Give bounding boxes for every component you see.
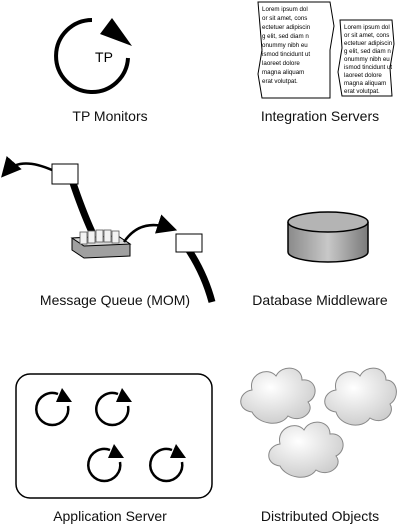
message-queue-icon xyxy=(1,156,216,303)
svg-text:laoreet dolore: laoreet dolore xyxy=(262,60,300,67)
caption-distributed-objects: Distributed Objects xyxy=(260,508,380,524)
svg-text:erat volutpat.: erat volutpat. xyxy=(344,88,380,95)
svg-text:magna aliquam: magna aliquam xyxy=(344,80,386,87)
tp-icon-label: TP xyxy=(95,49,113,65)
application-server-container xyxy=(15,373,213,499)
svg-text:Lorem ipsum dol: Lorem ipsum dol xyxy=(344,24,390,31)
svg-text:onummy nibh eu: onummy nibh eu xyxy=(344,56,390,63)
svg-text:Lorem ipsum dol: Lorem ipsum dol xyxy=(262,6,308,13)
database-cylinder-icon xyxy=(287,211,369,263)
caption-integration-servers: Integration Servers xyxy=(260,108,380,124)
svg-text:ectetuer adipiscin: ectetuer adipiscin xyxy=(344,40,393,47)
svg-text:g elit, sed diam n: g elit, sed diam n xyxy=(344,48,391,55)
distributed-objects-clouds xyxy=(240,367,397,478)
svg-text:or sit amet, cons: or sit amet, cons xyxy=(262,15,307,22)
svg-text:ectetuer adipiscin: ectetuer adipiscin xyxy=(262,24,311,31)
caption-message-queue: Message Queue (MOM) xyxy=(39,292,191,308)
svg-text:magna aliquam: magna aliquam xyxy=(262,69,304,76)
caption-tp-monitors: TP Monitors xyxy=(72,108,148,124)
svg-text:onummy nibh eu: onummy nibh eu xyxy=(262,42,308,49)
caption-database-middleware: Database Middleware xyxy=(252,292,388,308)
svg-text:ismod tincidunt ut: ismod tincidunt ut xyxy=(344,64,392,71)
svg-text:g elit, sed diam n: g elit, sed diam n xyxy=(262,33,309,40)
document-icon-left: Lorem ipsum dol or sit amet, cons ectetu… xyxy=(257,1,335,99)
svg-text:or sit amet, cons: or sit amet, cons xyxy=(344,32,389,39)
tp-monitor-icon: TP xyxy=(54,18,132,94)
svg-text:erat volutpat.: erat volutpat. xyxy=(262,78,298,85)
document-icon-right: Lorem ipsum dol or sit amet, cons ectetu… xyxy=(337,19,395,97)
svg-text:laoreet dolore: laoreet dolore xyxy=(344,72,382,79)
svg-text:ismod tincidunt ut: ismod tincidunt ut xyxy=(262,51,310,58)
caption-application-server: Application Server xyxy=(53,508,167,524)
